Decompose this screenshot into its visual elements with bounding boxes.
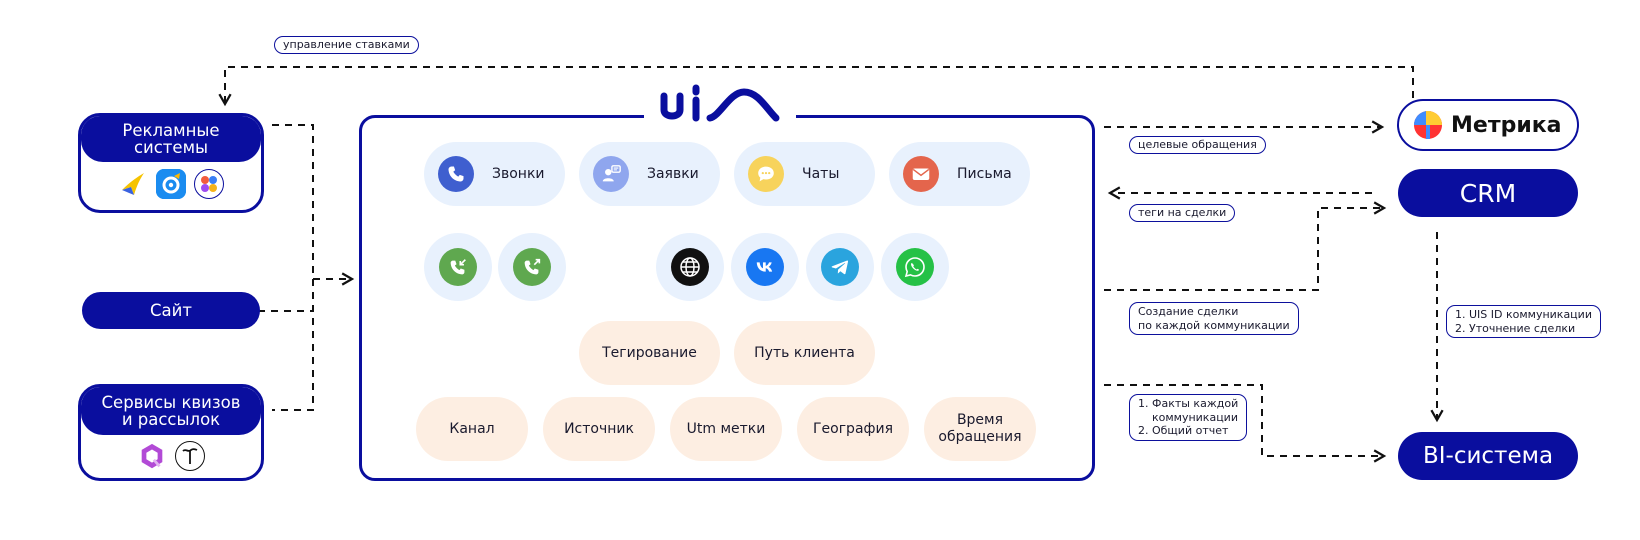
attribute-source: Источник [543, 397, 655, 461]
form-request-icon [593, 156, 629, 192]
tilda-icon [175, 441, 205, 471]
whatsapp-chat-circle [881, 233, 949, 301]
attribute-utm: Utm метки [670, 397, 782, 461]
envelope-icon [903, 156, 939, 192]
telegram-chat-circle [806, 233, 874, 301]
channel-chats: Чаты [734, 142, 875, 206]
target-requests-label: целевые обращения [1129, 136, 1266, 154]
vk-chat-circle [731, 233, 799, 301]
bi-reports-label: 1. Факты каждой коммуникации 2. Общий от… [1129, 394, 1248, 441]
quiz-services-title: Сервисы квизов и рассылок [81, 387, 261, 435]
site-box: Сайт [82, 292, 260, 329]
uis-logo-mark [660, 84, 780, 122]
attribute-geography: География [797, 397, 909, 461]
deal-tags-label: теги на сделки [1129, 204, 1236, 222]
whatsapp-icon [896, 248, 934, 286]
bi-reports-line [1104, 384, 1387, 463]
phone-icon [438, 156, 474, 192]
yandex-direct-icon [118, 169, 148, 199]
channel-label: Заявки [647, 165, 699, 182]
feature-tagging: Тегирование [579, 321, 720, 385]
channel-emails: Письма [889, 142, 1030, 206]
crm-box: CRM [1398, 169, 1578, 217]
ad-systems-logos [81, 169, 261, 199]
bid-management-label: управление ставками [274, 36, 419, 54]
bid-management-line [218, 66, 1414, 107]
metrika-icon [1414, 111, 1442, 139]
mytarget-icon [194, 169, 224, 199]
incoming-call-icon [439, 248, 477, 286]
attribute-request-time: Время обращения [924, 397, 1036, 461]
ad-systems-title: Рекламные системы [81, 116, 261, 162]
web-globe-icon [671, 248, 709, 286]
deal-creation-label: Создание сделки по каждой коммуникации [1129, 302, 1299, 335]
telegram-icon [821, 248, 859, 286]
deal-creation-line [1104, 201, 1387, 291]
channel-calls: Звонки [424, 142, 565, 206]
channel-label: Письма [957, 165, 1012, 182]
channel-label: Звонки [492, 165, 545, 182]
marquiz-icon [137, 441, 167, 471]
vk-icon [746, 248, 784, 286]
outgoing-call-circle [498, 233, 566, 301]
vk-ads-icon [156, 169, 186, 199]
quiz-services-logos [81, 441, 261, 471]
metrika-title: Метрика [1451, 112, 1562, 138]
channel-label: Чаты [802, 165, 840, 182]
metrika-box: Метрика [1397, 99, 1579, 151]
ad-systems-line [272, 124, 314, 411]
ad-systems-card: Рекламные системы [78, 113, 264, 213]
attribute-channel: Канал [416, 397, 528, 461]
incoming-call-circle [424, 233, 492, 301]
channel-requests: Заявки [579, 142, 720, 206]
crm-to-bi-label: 1. UIS ID коммуникации 2. Уточнение сдел… [1446, 305, 1601, 338]
outgoing-call-icon [513, 248, 551, 286]
feature-customer-journey: Путь клиента [734, 321, 875, 385]
uis-logo [644, 78, 796, 128]
quiz-services-card: Сервисы квизов и рассылок [78, 384, 264, 481]
web-chat-circle [656, 233, 724, 301]
chat-bubble-icon [748, 156, 784, 192]
bi-system-box: BI-система [1398, 432, 1578, 480]
